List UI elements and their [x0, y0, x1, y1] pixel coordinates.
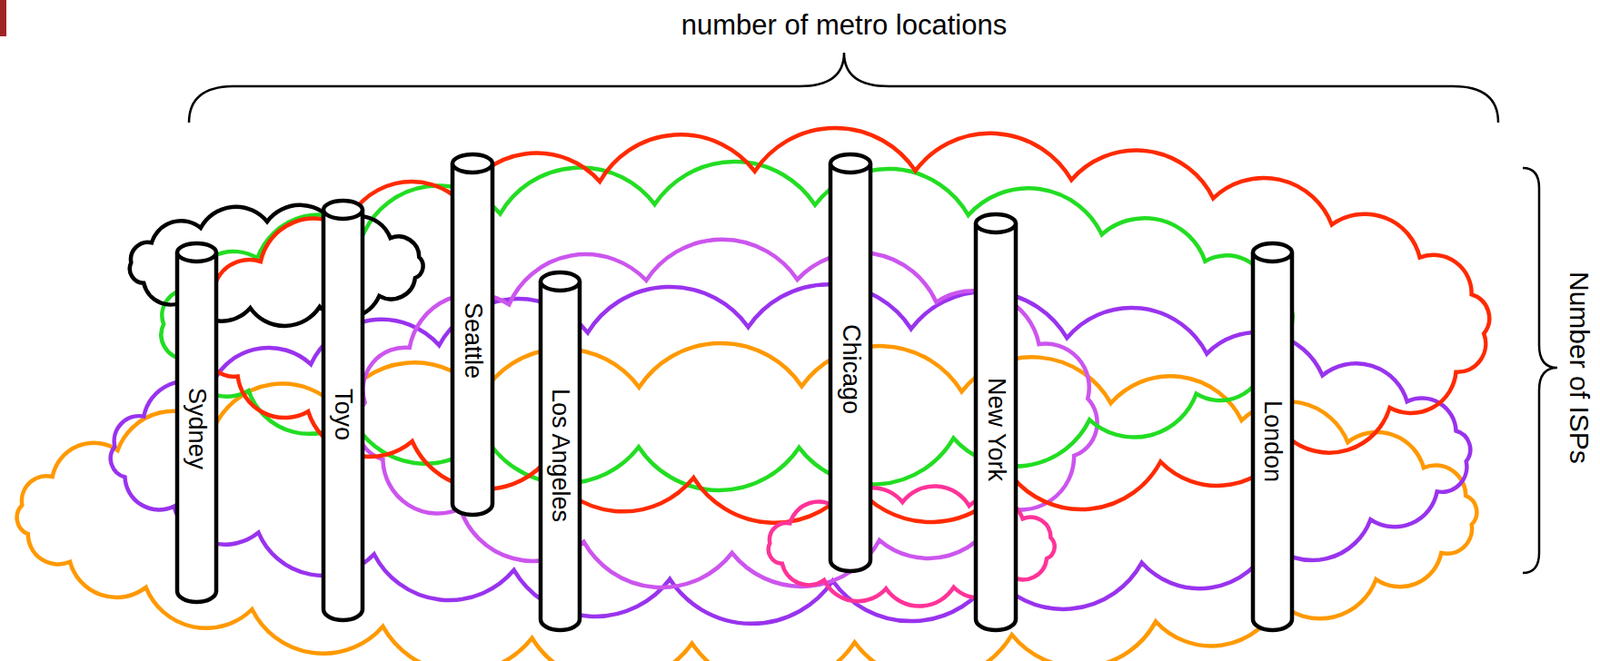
pillar-side [1252, 252, 1292, 631]
city-name: London [1258, 400, 1287, 483]
pillar-side [975, 223, 1016, 631]
pillar-top [975, 214, 1016, 233]
metro-pillar: New York [973, 212, 1018, 631]
pillar-side [540, 281, 580, 631]
pillar-side [323, 209, 363, 621]
right-brace [1522, 168, 1558, 574]
axis-title: Number of ISPs [1564, 271, 1595, 465]
metro-pillar: Toyo [321, 198, 365, 621]
isp-clouds [17, 128, 1491, 661]
pillar-top [1252, 243, 1292, 262]
pillar-side [830, 163, 871, 572]
pillar-fill [1252, 252, 1292, 631]
pillar-top [830, 154, 871, 173]
metro-pillar: Sydney [175, 241, 219, 603]
pillar-fill [975, 223, 1016, 631]
isp-cloud [129, 205, 424, 327]
pillar-top [452, 154, 493, 173]
city-name: Los Angeles [546, 388, 575, 523]
top-brace [188, 52, 1499, 123]
city-name: Toyo [328, 388, 358, 441]
city-name: Sydney [182, 387, 211, 470]
axis-title: number of metro locations [681, 9, 1007, 41]
pillar-fill [323, 209, 363, 621]
pillar-fill [540, 281, 580, 631]
pillar-top [177, 243, 217, 262]
pillar-top [323, 200, 363, 219]
city-name: New York [981, 377, 1010, 482]
pillar-fill [452, 163, 493, 516]
city-name: Seattle [457, 302, 487, 379]
slide-corner-mark [0, 0, 7, 37]
metro-pillar: Los Angeles [538, 270, 582, 631]
metro-pillar: London [1251, 241, 1294, 631]
pillar-side [452, 163, 493, 516]
pillar-side [177, 252, 217, 603]
metro-pillar: Seattle [450, 152, 495, 516]
metro-pillar: Chicago [828, 152, 873, 572]
city-name: Chicago [835, 324, 865, 415]
pillar-fill [177, 252, 217, 603]
pillar-top [540, 272, 580, 291]
pillar-fill [830, 163, 871, 572]
